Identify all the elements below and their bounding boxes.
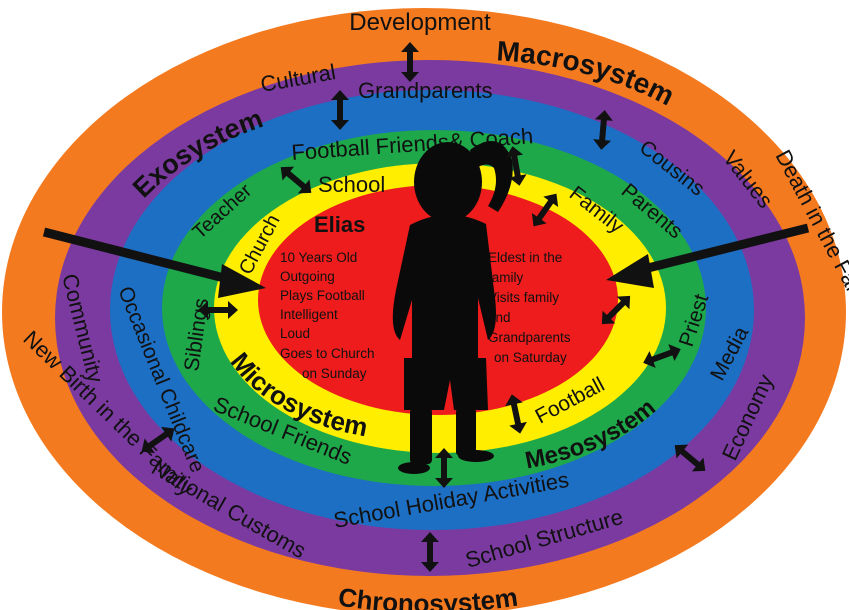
svg-text:Intelligent: Intelligent: [280, 307, 338, 322]
svg-text:Eldest in the: Eldest in the: [488, 250, 562, 265]
svg-text:family: family: [488, 270, 524, 285]
label-school: School: [318, 172, 385, 197]
label-grandparents: Grandparents: [358, 78, 493, 103]
svg-text:on Saturday: on Saturday: [494, 350, 567, 365]
svg-text:Grandparents: Grandparents: [488, 330, 571, 345]
svg-text:Outgoing: Outgoing: [280, 269, 335, 284]
svg-text:10 Years Old: 10 Years Old: [280, 250, 357, 265]
svg-text:Plays Football: Plays Football: [280, 288, 365, 303]
center-name: Elias: [314, 212, 365, 237]
label-development: Development: [349, 9, 491, 36]
svg-text:on Sunday: on Sunday: [302, 366, 367, 381]
svg-text:Visits family: Visits family: [488, 290, 559, 305]
svg-text:Goes to Church: Goes to Church: [280, 346, 375, 361]
svg-text:Loud: Loud: [280, 326, 310, 341]
